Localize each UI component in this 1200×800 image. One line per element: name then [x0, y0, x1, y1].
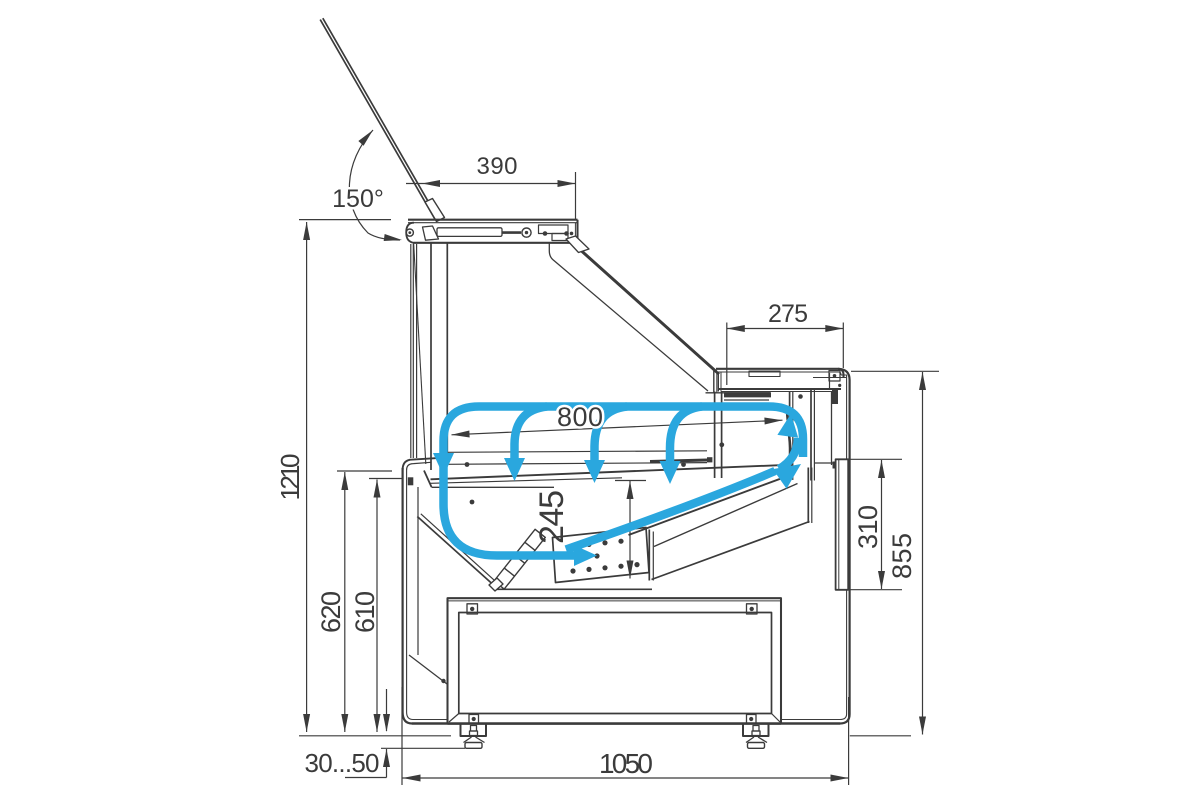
- svg-text:800: 800: [557, 402, 603, 432]
- svg-text:150°: 150°: [332, 185, 384, 213]
- svg-text:245: 245: [533, 490, 571, 544]
- svg-text:620: 620: [316, 591, 346, 633]
- svg-text:310: 310: [853, 505, 883, 549]
- svg-text:610: 610: [350, 591, 380, 633]
- svg-text:1050: 1050: [599, 748, 653, 779]
- svg-text:390: 390: [477, 153, 518, 180]
- svg-text:30...50: 30...50: [305, 748, 380, 778]
- svg-text:275: 275: [768, 300, 808, 328]
- svg-text:1210: 1210: [275, 454, 305, 501]
- svg-text:855: 855: [887, 533, 917, 579]
